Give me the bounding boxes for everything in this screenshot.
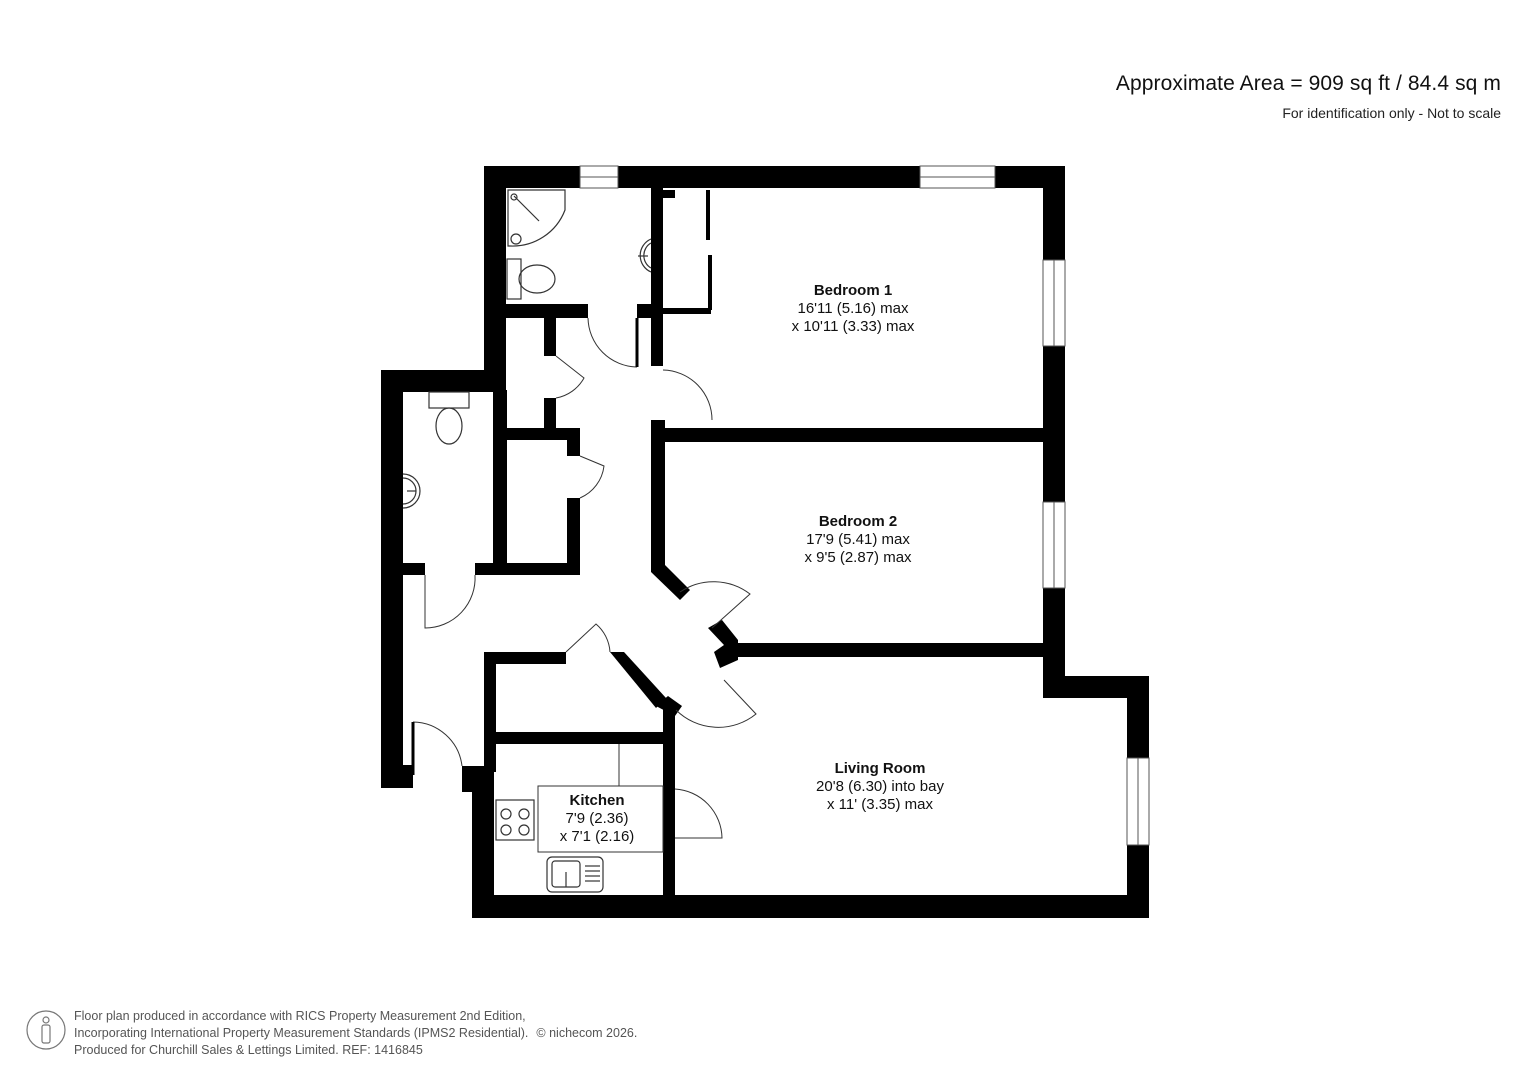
footer: Floor plan produced in accordance with R… xyxy=(26,1008,637,1059)
toilet-icon xyxy=(506,258,556,300)
room-kitchen: Kitchen 7'9 (2.36) x 7'1 (2.16) xyxy=(559,792,635,845)
person-icon xyxy=(26,1010,66,1050)
room-bedroom-1: Bedroom 1 16'11 (5.16) max x 10'11 (3.33… xyxy=(791,282,915,335)
copyright: © nichecom 2026. xyxy=(536,1026,638,1040)
approximate-area: Approximate Area = 909 sq ft / 84.4 sq m xyxy=(1115,72,1501,95)
toilet-icon xyxy=(428,391,470,445)
kitchen-counter xyxy=(537,744,664,853)
hob-icon xyxy=(495,799,535,841)
wardrobe-icon xyxy=(663,190,712,314)
windows xyxy=(579,165,1150,846)
disclaimer: For identification only - Not to scale xyxy=(1282,105,1501,121)
room-living-room: Living Room 20'8 (6.30) into bay x 11' (… xyxy=(816,760,944,813)
sink-icon xyxy=(546,856,604,893)
walls xyxy=(381,166,1149,918)
footer-text: Floor plan produced in accordance with R… xyxy=(74,1009,638,1057)
shower-icon xyxy=(507,189,566,247)
header: Approximate Area = 909 sq ft / 84.4 sq m… xyxy=(1116,72,1501,121)
doors xyxy=(411,317,757,839)
basin-icon xyxy=(638,238,652,273)
room-bedroom-2: Bedroom 2 17'9 (5.41) max x 9'5 (2.87) m… xyxy=(804,513,912,566)
basin-icon xyxy=(402,473,421,509)
